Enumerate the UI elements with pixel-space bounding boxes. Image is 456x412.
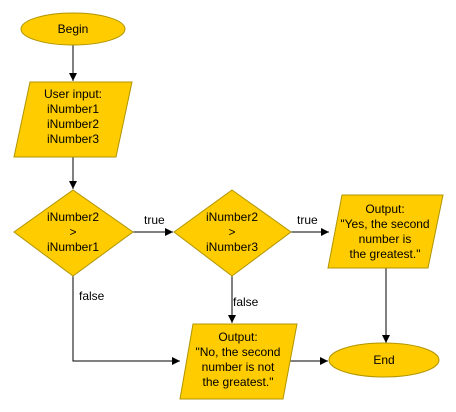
decision-2-line-1: iNumber2 bbox=[206, 210, 258, 224]
output-no-line-3: number is not bbox=[202, 360, 275, 374]
decision-1: iNumber2 > iNumber1 bbox=[13, 189, 134, 277]
input-line-1: User input: bbox=[44, 87, 102, 101]
begin-label: Begin bbox=[58, 22, 89, 36]
output-no-box: Output: "No, the second number is not th… bbox=[179, 323, 298, 400]
edge-decision1-false bbox=[72, 276, 180, 365]
decision-2: iNumber2 > iNumber3 bbox=[173, 189, 292, 277]
decision-1-line-3: iNumber1 bbox=[47, 240, 99, 254]
edge-label-d1-false: false bbox=[79, 289, 105, 303]
output-no-line-2: "No, the second bbox=[196, 345, 281, 359]
begin-terminator: Begin bbox=[20, 12, 126, 46]
end-terminator: End bbox=[328, 342, 440, 378]
decision-2-line-3: iNumber3 bbox=[206, 240, 258, 254]
input-box: User input: iNumber1 iNumber2 iNumber3 bbox=[13, 81, 133, 158]
edge-label-d1-true: true bbox=[144, 213, 165, 227]
input-line-2: iNumber1 bbox=[47, 102, 99, 116]
edge-label-d2-true: true bbox=[297, 213, 318, 227]
input-line-4: iNumber3 bbox=[47, 132, 99, 146]
output-yes-line-1: Output: bbox=[365, 202, 404, 216]
output-no-line-4: the greatest." bbox=[203, 375, 274, 389]
end-label: End bbox=[373, 353, 394, 367]
output-yes-line-3: number is bbox=[359, 232, 412, 246]
output-no-line-1: Output: bbox=[218, 330, 257, 344]
output-yes-line-4: the greatest." bbox=[350, 247, 421, 261]
decision-1-line-2: > bbox=[69, 225, 76, 239]
decision-1-line-1: iNumber2 bbox=[47, 210, 99, 224]
output-yes-box: Output: "Yes, the second number is the g… bbox=[327, 194, 444, 269]
decision-2-line-2: > bbox=[228, 225, 235, 239]
input-line-3: iNumber2 bbox=[47, 117, 99, 131]
output-yes-line-2: "Yes, the second bbox=[340, 217, 429, 231]
edge-label-d2-false: false bbox=[233, 295, 259, 309]
edges bbox=[69, 45, 390, 365]
